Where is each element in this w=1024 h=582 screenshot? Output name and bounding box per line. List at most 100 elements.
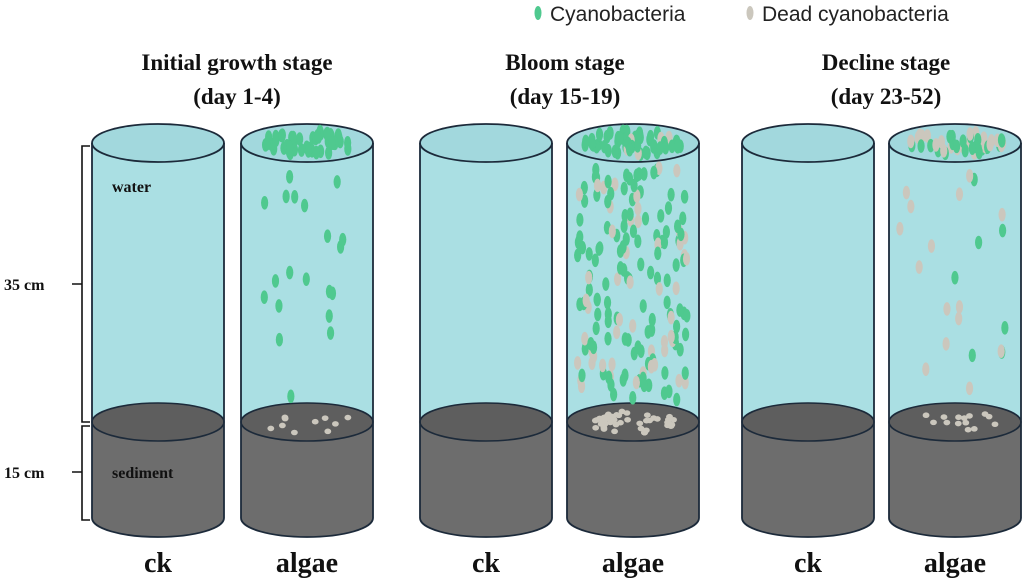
settled-dead-cell [611,428,618,435]
live-cell [975,235,983,250]
settled-dead-cell [922,412,930,419]
surface-cell [662,140,670,155]
dead-cell [943,302,951,316]
surface-cell [325,146,333,160]
live-cell [634,234,642,249]
live-cell [593,292,601,307]
live-cell [339,232,347,247]
live-cell [291,189,299,204]
surface-cell [296,132,304,146]
live-cell [323,229,332,243]
dead-cell [611,177,619,192]
surface-cell [323,126,331,141]
dead-cell [673,163,681,178]
live-cell [591,253,599,268]
live-cell [594,307,602,322]
live-cell [619,373,627,387]
live-cell [657,209,665,223]
water-body [889,143,1021,441]
column-label-ck: ck [144,548,172,579]
dead-cell [902,185,910,200]
stage-title-line2: (day 15-19) [510,84,621,109]
settled-dead-cell [643,417,650,424]
dead-cell [574,356,582,370]
sediment-label: sediment [112,465,174,482]
live-cell [637,257,645,272]
dead-cell [633,189,641,203]
dead-cell [682,252,691,266]
surface-cell [986,137,994,152]
live-cell [260,290,268,305]
live-cell [620,219,628,234]
live-cell [676,303,684,317]
settled-dead-cell [991,421,999,428]
dead-cell [655,282,663,296]
bottom-rim [566,517,700,538]
settled-dead-cell [640,429,648,436]
live-cell [620,263,628,277]
settled-dead-cell [964,426,972,433]
surface-cell [582,134,590,149]
dead-cell [581,331,589,346]
live-cell [275,299,283,313]
surface-cell [272,133,280,148]
dead-cell [675,373,683,388]
live-cell [271,274,280,288]
live-cell [576,230,584,244]
settled-dead-cell [610,417,618,423]
bottom-rim [888,517,1022,538]
sediment-body [567,422,699,537]
live-cell [999,223,1007,238]
settled-dead-cell [970,426,978,432]
surface-cell [952,139,961,154]
live-cell [629,224,638,239]
dead-cell [585,270,593,285]
sediment-body [92,422,224,537]
stage-title-line2: (day 1-4) [193,84,281,109]
live-cell [619,240,627,254]
cylinder-bloom [566,123,700,538]
settled-dead-cell [613,412,621,418]
live-cell [604,331,612,346]
live-cell [626,207,634,222]
dead-cell [667,310,675,325]
live-cell [587,337,595,351]
settled-dead-cell [600,426,608,432]
dead-cell [593,178,602,193]
live-cell [286,265,294,280]
sediment-body [241,422,373,537]
live-cell [581,342,589,356]
live-cell [275,332,283,347]
live-cell [286,169,294,184]
live-cell [585,283,593,297]
dead-cell [965,381,974,396]
sediment-depth-bracket [72,425,90,521]
settled-dead-cell [643,412,651,418]
surface-cell [927,138,935,153]
water-body [742,143,874,441]
legend-dead-marker [746,6,754,20]
live-cell [602,277,610,291]
live-cell [662,225,670,239]
surface-cell [278,128,286,142]
live-cell [302,272,310,286]
settled-dead-cell [332,421,339,427]
settled-dead-cell [623,410,631,416]
dead-cell [608,357,616,372]
live-cell [634,340,642,354]
stage-title-line1: Decline stage [822,50,950,75]
live-cell [596,241,604,255]
dead-cell [599,358,607,373]
dead-cell [955,300,964,314]
live-cell [683,308,691,323]
water-body [420,143,552,441]
live-cell [641,211,650,226]
live-cell [604,174,612,189]
legend: Cyanobacteria Dead cyanobacteria [534,3,949,26]
settled-dead-cell [962,419,970,426]
water-surface [419,123,553,163]
surface-cell [997,133,1006,147]
surface-cell [588,135,596,150]
live-cell [287,389,295,404]
surface-cell [289,130,297,145]
